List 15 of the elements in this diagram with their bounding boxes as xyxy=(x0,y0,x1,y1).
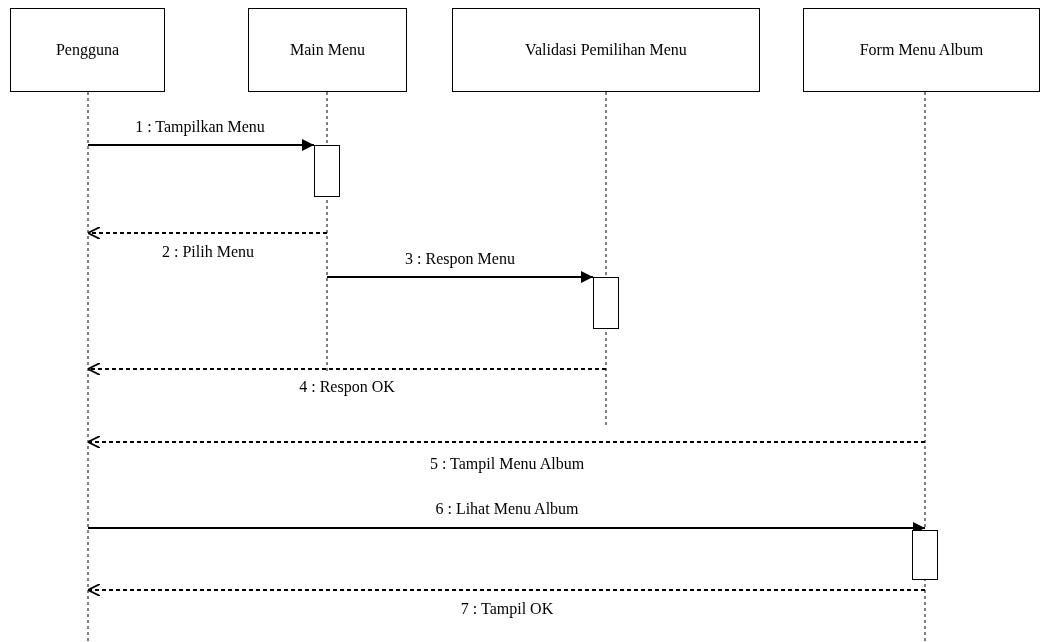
edge-label: 1 : Tampilkan Menu xyxy=(133,118,267,136)
return-message-arrow xyxy=(87,583,926,597)
return-message-arrow xyxy=(87,435,926,449)
edge-label: 4 : Respon OK xyxy=(297,378,397,396)
return-message-arrow xyxy=(87,362,607,376)
edge-label: 5 : Tampil Menu Album xyxy=(427,455,587,473)
participant-box: Validasi Pemilihan Menu xyxy=(452,8,760,92)
participant-box: Main Menu xyxy=(248,8,407,92)
edge-label: 3 : Respon Menu xyxy=(403,250,517,268)
edge-label: 7 : Tampil OK xyxy=(458,600,556,618)
message-arrow xyxy=(326,271,594,283)
message-arrow xyxy=(87,139,315,151)
return-message-arrow xyxy=(87,226,328,240)
participant-box: Form Menu Album xyxy=(803,8,1040,92)
participant-box: Pengguna xyxy=(10,8,165,92)
